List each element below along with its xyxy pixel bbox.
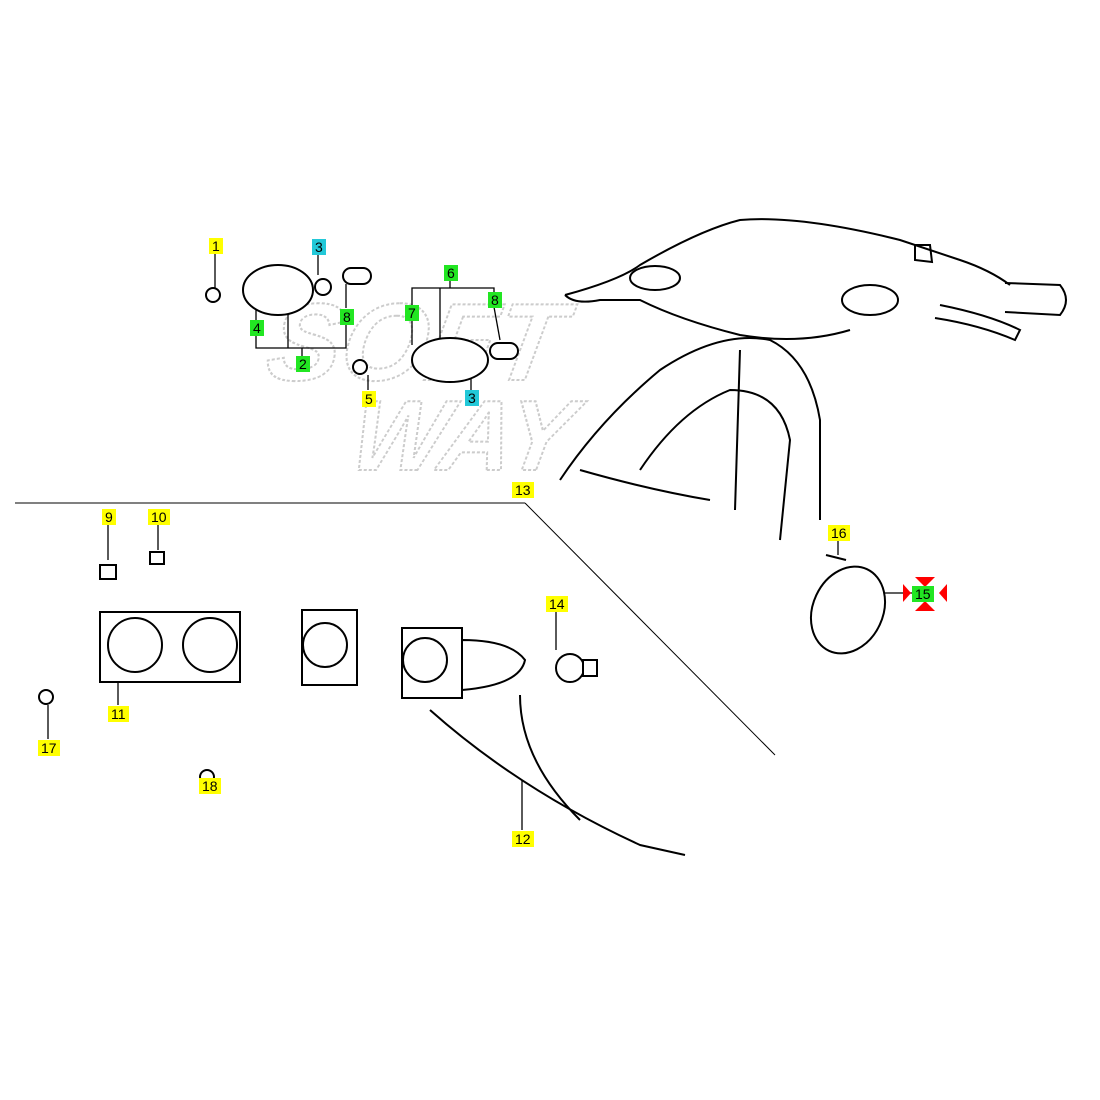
handlebar-drawing [559, 218, 1067, 541]
callout-15-selected[interactable]: 15 [912, 586, 934, 602]
callout-6[interactable]: 6 [444, 265, 458, 281]
callout-14[interactable]: 14 [546, 596, 568, 612]
headlight-lens [810, 565, 886, 655]
callout-16[interactable]: 16 [828, 525, 850, 541]
watermark: SOFT WAY [258, 281, 592, 493]
svg-text:SOFT: SOFT [259, 282, 582, 404]
callout-9[interactable]: 9 [102, 509, 116, 525]
callout-5[interactable]: 5 [362, 391, 376, 407]
callout-8[interactable]: 8 [340, 309, 354, 325]
callout-17[interactable]: 17 [38, 740, 60, 756]
selection-marker [903, 577, 947, 611]
turn-signal-left [242, 264, 314, 316]
callout-12[interactable]: 12 [512, 831, 534, 847]
callout-13[interactable]: 13 [512, 482, 534, 498]
parts [38, 264, 886, 856]
callout-1[interactable]: 1 [209, 238, 223, 254]
callout-18[interactable]: 18 [199, 778, 221, 794]
callout-10[interactable]: 10 [148, 509, 170, 525]
callout-2[interactable]: 2 [296, 356, 310, 372]
callout-4[interactable]: 4 [250, 320, 264, 336]
callout-3b[interactable]: 3 [465, 390, 479, 406]
callout-lines [15, 253, 912, 830]
callout-3[interactable]: 3 [312, 239, 326, 255]
callout-7[interactable]: 7 [405, 305, 419, 321]
turn-signal-right [411, 337, 489, 383]
callout-8b[interactable]: 8 [488, 292, 502, 308]
callout-11[interactable]: 11 [108, 706, 129, 722]
